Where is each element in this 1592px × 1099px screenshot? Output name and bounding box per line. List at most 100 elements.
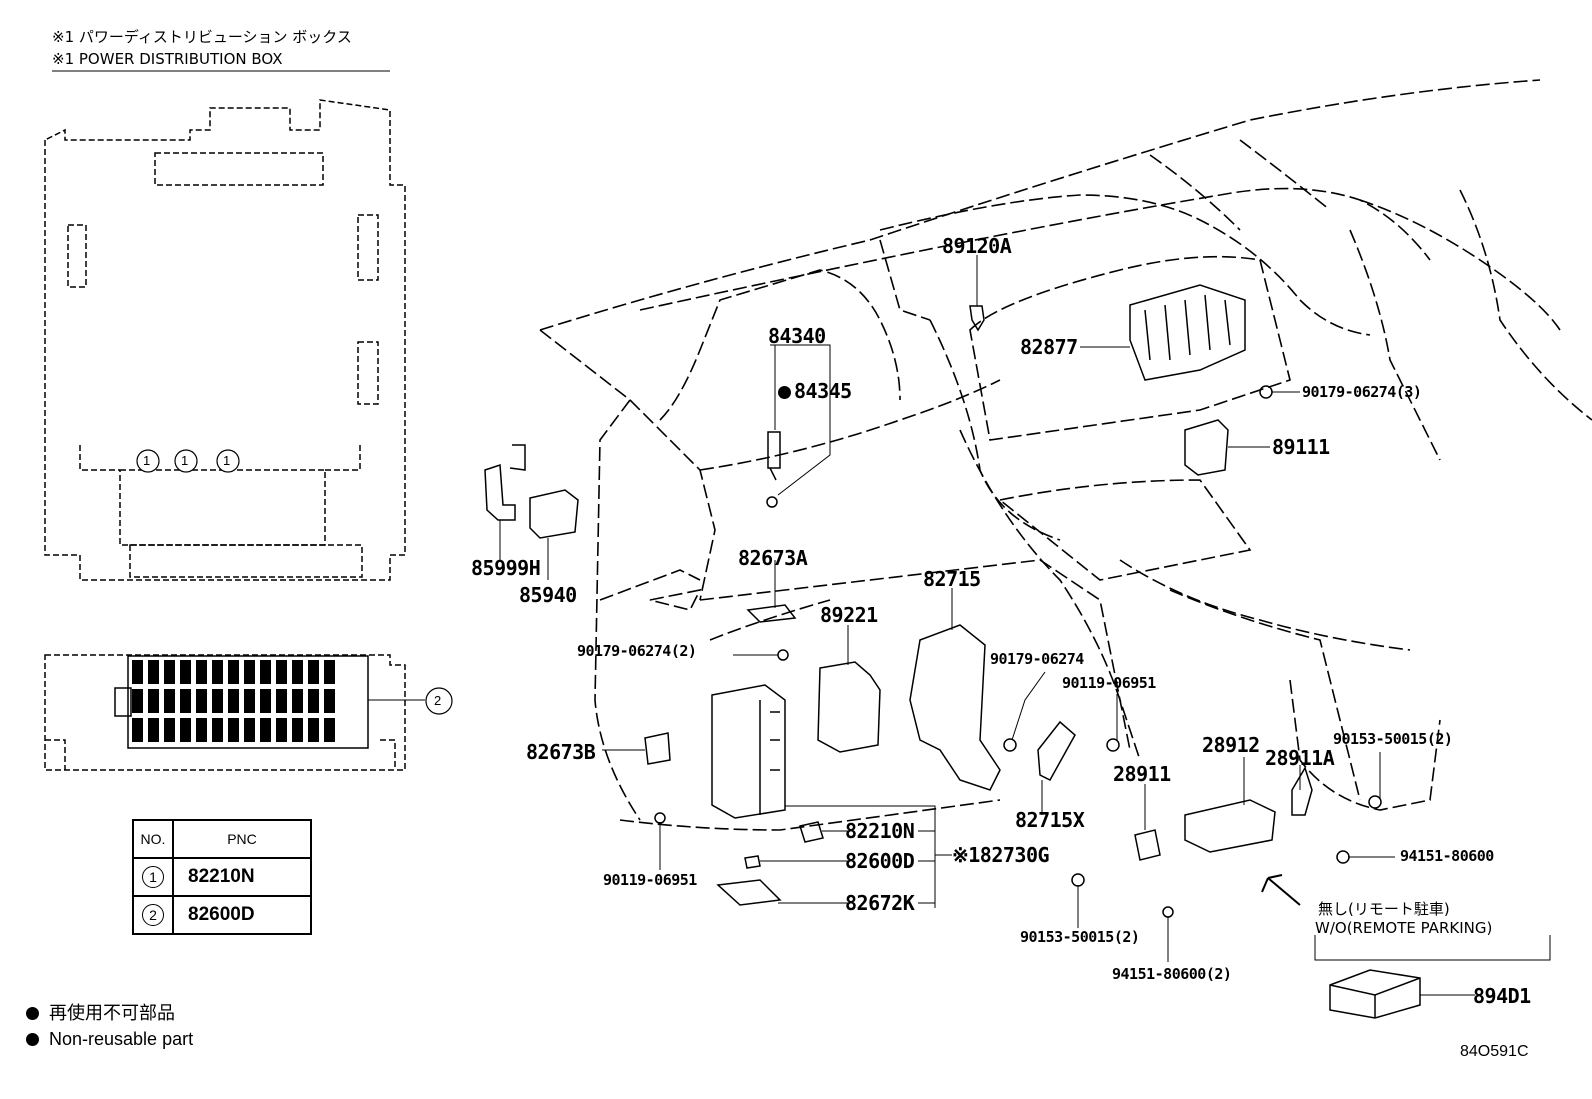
label-28911: 28911 [1113,762,1171,786]
col-pnc-header: PNC [172,819,312,859]
table-row: 1 82210N [132,857,312,897]
fuse-slot [324,660,335,684]
header-en: ※1 POWER DISTRIBUTION BOX [52,50,283,68]
row-number: 2 [142,904,164,926]
callout-circle-1-group [136,449,240,473]
part-main-junction-block [711,684,786,819]
fuse-slot [292,660,303,684]
part-82673B-clip [644,732,671,765]
label-82673B: 82673B [526,740,596,764]
part-82715-bracket [909,624,1001,791]
label-82210N: 82210N [845,819,915,843]
part-82210N-relay [799,821,824,843]
leader-lines [499,255,1551,996]
callout-1a: 1 [143,453,151,468]
legend-en: Non-reusable part [26,1030,193,1048]
pnc-table: NO. PNC 1 82210N 2 82600D [132,819,312,935]
fuse-slot [132,689,143,713]
fuse-slot [148,689,159,713]
label-85999H: 85999H [471,556,541,580]
fuse-slot [324,689,335,713]
fuse-slot [228,689,239,713]
legend-en-text: Non-reusable part [49,1029,194,1049]
label-94151-80600: 94151-80600 [1400,847,1494,865]
label-28911A: 28911A [1265,746,1335,770]
part-89111-module [1184,419,1229,476]
label-28912: 28912 [1202,733,1260,757]
part-89221-ecu [817,661,881,753]
fuse-slot [196,718,207,742]
fuse-slot [276,660,287,684]
legend-jp-text: 再使用不可部品 [49,1003,175,1023]
fuse-slot [212,660,223,684]
label-82715X: 82715X [1015,808,1085,832]
fuse-slot [228,718,239,742]
fuse-slot [228,660,239,684]
fuse-slot [244,660,255,684]
label-82715: 82715 [923,567,981,591]
label-82600D: 82600D [845,849,915,873]
table-row: 2 82600D [132,895,312,935]
fuse-slot [212,689,223,713]
fuse-slot [164,718,175,742]
part-82877-block [1129,284,1246,381]
fuse-slot [308,689,319,713]
fuse-slot [276,718,287,742]
callout-2: 2 [434,693,442,708]
fuse-slot [196,660,207,684]
power-distribution-box-top-view [44,99,406,581]
part-894D1-module [1329,969,1421,1019]
col-no-header: NO. [132,819,174,859]
fuse-slot [132,718,143,742]
label-90179-06274-3: 90179-06274(3) [1302,383,1422,401]
dashboard-outline [539,79,1592,831]
label-84340: 84340 [768,324,826,348]
callout-1b: 1 [181,453,189,468]
part-85999H-bracket [484,444,526,521]
label-82730G: ※182730G [952,843,1050,867]
part-82673A-clip [746,604,797,623]
row-pnc: 82600D [172,895,312,935]
label-84345: 84345 [778,381,852,401]
header-jp: ※1 パワーディストリビューション ボックス [52,28,352,46]
fuse-slot [244,718,255,742]
fuse-slot [164,689,175,713]
label-89120A: 89120A [942,234,1012,258]
remote-note-en: W/O(REMOTE PARKING) [1315,919,1493,937]
callout-1c: 1 [223,453,231,468]
part-82600D-fuse [744,855,761,869]
fuse-slot [260,718,271,742]
fuse-slot [196,689,207,713]
label-84345-text: 84345 [794,379,852,403]
label-82672K: 82672K [845,891,915,915]
fuse-slot [132,660,143,684]
fuse-slot [292,689,303,713]
fuse-slot [148,660,159,684]
fuse-slot [276,689,287,713]
fuse-slot [324,718,335,742]
label-90153-50015-2b: 90153-50015(2) [1020,928,1140,946]
part-84340-switch [766,431,781,508]
label-90119-06951-a: 90119-06951 [1062,674,1156,692]
part-89120A-clip [969,305,985,332]
non-reusable-dot-icon [26,1033,39,1046]
fuse-slot [148,718,159,742]
label-90179-06274: 90179-06274 [990,650,1084,668]
label-82877: 82877 [1020,335,1078,359]
fuse-slot [180,660,191,684]
part-85940-module [529,489,579,539]
row-pnc: 82210N [172,857,312,897]
fuse-slot [180,718,191,742]
label-82673A: 82673A [738,546,808,570]
diagram-code: 84O591C [1460,1043,1529,1060]
fuse-slot [212,718,223,742]
part-28911-bracket [1134,829,1161,861]
remote-note-jp: 無し(リモート駐車) [1318,900,1450,918]
legend-jp: 再使用不可部品 [26,1004,175,1022]
fuse-slot [180,689,191,713]
part-28912-ecu [1184,799,1276,853]
fuse-slot [164,660,175,684]
label-90179-06274-2: 90179-06274(2) [577,642,697,660]
label-94151-80600-2: 94151-80600(2) [1112,965,1232,983]
